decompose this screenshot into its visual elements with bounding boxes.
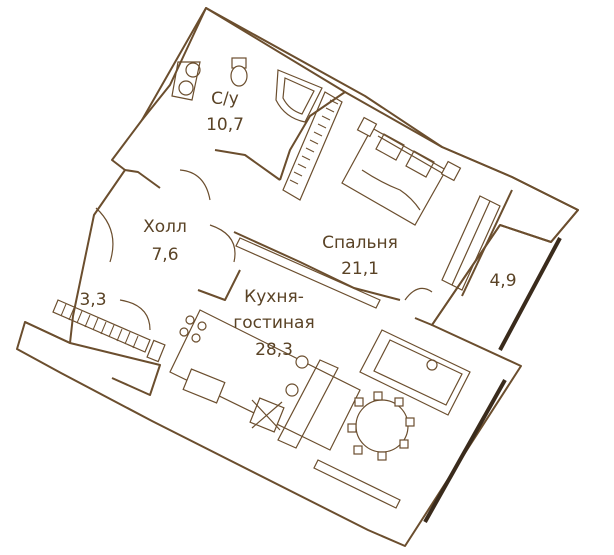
bed-icon <box>341 127 447 226</box>
bathtub-icon <box>275 69 323 123</box>
fridge-cross <box>251 399 281 431</box>
bar-stool-icon <box>295 355 309 369</box>
bathroom <box>124 7 346 201</box>
chair-icon <box>353 445 363 455</box>
chair-icon <box>394 397 404 407</box>
vanity-counter <box>171 61 201 101</box>
bathroom-partition <box>214 149 281 181</box>
bedroom <box>341 91 513 326</box>
bar-stool-icon <box>285 383 299 397</box>
sofa-cushions <box>373 339 463 406</box>
chair-icon <box>373 391 383 401</box>
living-window <box>423 379 507 523</box>
stove-burner-icon <box>179 327 189 337</box>
balcony-inner-wall <box>461 189 513 297</box>
toilet-icon <box>230 65 248 87</box>
chair-icon <box>377 451 387 461</box>
nightstand-icon <box>356 116 378 138</box>
tv-stand-icon <box>313 459 401 509</box>
water-heater-icon <box>146 339 166 363</box>
sink-icon <box>178 80 194 96</box>
wardrobe-icon <box>441 195 501 291</box>
chair-icon <box>354 397 364 407</box>
sink-icon <box>185 62 201 78</box>
bedroom-door-arc <box>404 287 433 301</box>
sofa-icon <box>359 329 471 416</box>
pillow-icon <box>375 133 405 161</box>
bed-blanket <box>361 169 421 211</box>
balcony <box>461 176 579 351</box>
bedroom-right-wall <box>414 224 501 326</box>
bedroom-name: Спальня <box>322 233 398 253</box>
stove-burner-icon <box>185 315 195 325</box>
kitchen-island <box>277 359 339 449</box>
storage-shelf-icon <box>52 299 151 353</box>
bedroom-area: 21,1 <box>341 259 379 279</box>
hall-kitchen-wall <box>197 269 241 301</box>
chair-icon <box>399 439 409 449</box>
bedroom-top-wall <box>344 91 513 178</box>
sofa-pillow-icon <box>426 359 438 371</box>
kitchen-area: 28,3 <box>255 340 293 360</box>
bathtub-inner <box>282 77 315 115</box>
storage <box>24 299 166 396</box>
kitchen-name-line2: гостиная <box>233 313 314 333</box>
balcony-area: 4,9 <box>489 271 516 291</box>
storage-door-arc <box>119 299 151 331</box>
hall-bedroom-wall <box>233 231 401 301</box>
stove-burner-icon <box>197 321 207 331</box>
storage-wall <box>24 321 161 396</box>
kitchen-sink-icon <box>182 368 226 404</box>
storage-area: 3,3 <box>79 290 106 310</box>
bathroom-wall <box>141 7 346 181</box>
wardrobe-divider <box>451 200 491 286</box>
balcony-wall <box>499 176 579 243</box>
fridge-cross <box>251 401 283 429</box>
bathroom-lower-wall <box>124 169 161 189</box>
bathroom-name: С/у <box>211 89 239 109</box>
entrance-door-arc <box>95 207 114 263</box>
stove-burner-icon <box>191 333 201 343</box>
chair-icon <box>405 417 415 427</box>
pillow-icon <box>405 150 435 178</box>
hall-area: 7,6 <box>151 245 178 265</box>
bathroom-area: 10,7 <box>206 115 244 135</box>
nightstand-icon <box>440 160 462 182</box>
kitchen-name-line1: Кухня- <box>244 287 304 307</box>
bedroom-door-arc-hall <box>209 224 236 263</box>
hall <box>95 169 401 331</box>
balcony-window <box>498 237 562 351</box>
chair-icon <box>347 423 357 433</box>
heated-rail-icon <box>282 91 343 201</box>
partition-shelf <box>235 237 381 309</box>
kitchen-living <box>169 237 507 523</box>
bathroom-door-arc <box>179 169 211 201</box>
hall-name: Холл <box>143 217 187 237</box>
